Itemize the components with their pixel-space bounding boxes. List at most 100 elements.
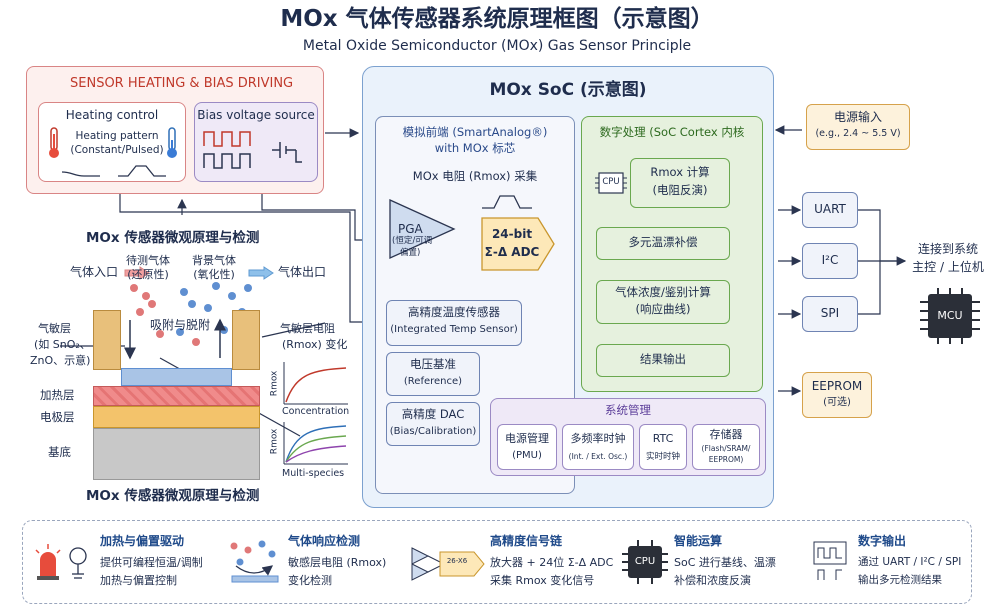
voltage-reference-label: 电压基准 <box>410 357 456 371</box>
gas-out-arrow-icon <box>248 266 274 280</box>
afe-subtitle: with MOx 标芯 <box>434 141 516 155</box>
rmox-sampling-label: MOx 电阻 (Rmox) 采集 <box>412 169 538 183</box>
legend-1-line2: 加热与偏置控制 <box>100 574 177 587</box>
mcu-label: MCU <box>937 309 963 322</box>
heating-control-title: Heating control <box>65 108 159 122</box>
clock-label: 多频率时钟 <box>570 432 626 445</box>
resistance-change-label: 气敏层电阻 <box>280 322 335 335</box>
pga-mode-2: 偏置) <box>400 248 421 258</box>
cpu-chip-icon <box>595 172 627 194</box>
legend-4-line2: 补偿和浓度反演 <box>674 574 751 587</box>
cpu-icon <box>622 540 668 584</box>
host-connect-sub: 主控 / 上位机 <box>912 260 984 274</box>
electrode-layer-label: 电极层 <box>40 410 75 424</box>
voltage-reference-box <box>386 352 480 396</box>
rmox-axis-label-1: Rmox <box>269 370 280 397</box>
adc-block <box>481 217 555 271</box>
i2c-label: I²C <box>821 253 839 267</box>
legend-3-line1: 放大器 + 24位 Σ-Δ ADC <box>490 556 614 569</box>
target-gas-label: 待测气体 <box>126 254 170 267</box>
sensitive-layer-label: 气敏层 <box>38 322 71 335</box>
heating-control-box <box>38 102 186 182</box>
concentration-axis-label: Concentration <box>282 406 350 417</box>
legend-4-line1: SoC 进行基线、温漂 <box>674 556 776 569</box>
eeprom-label: EEPROM <box>811 379 863 393</box>
legend-2-line1: 敏感层电阻 (Rmox) <box>288 556 387 569</box>
heater-icon <box>35 544 87 580</box>
temp-comp-label: 多元温漂补偿 <box>628 235 698 249</box>
heating-pattern-mode: (Constant/Pulsed) <box>70 144 164 156</box>
legend-4-chip: CPU <box>634 556 656 567</box>
memory-sub-2: EEPROM) <box>708 455 744 464</box>
concentration-calc-box <box>596 280 730 324</box>
system-management-title: 系统管理 <box>605 403 651 417</box>
gas-in-arrow-icon <box>124 266 150 280</box>
temp-sensor-sub: (Integrated Temp Sensor) <box>390 324 518 335</box>
legend-2-line2: 变化检测 <box>288 574 332 587</box>
legend-5-line2: 输出多元检测结果 <box>858 574 942 586</box>
power-input-box <box>806 104 910 150</box>
legend-3-title: 高精度信号链 <box>490 534 563 548</box>
dac-sub: (Bias/Calibration) <box>389 426 477 437</box>
legend-5-line1: 通过 UART / I²C / SPI <box>858 556 962 568</box>
legend-4-title: 智能运算 <box>674 534 723 548</box>
clock-box <box>562 424 634 470</box>
soc-title: MOx SoC (示意图) <box>489 80 647 100</box>
gas-out-label: 气体出口 <box>278 265 327 279</box>
adc-type-label: Σ-Δ ADC <box>484 245 540 259</box>
multispecies-response-plot <box>283 422 348 465</box>
dac-label: 高精度 DAC <box>401 407 465 421</box>
micro-title-bottom: MOx 传感器微观原理与检测 <box>86 488 260 504</box>
power-input-label: 电源输入 <box>833 110 882 124</box>
resistance-change-desc: (Rmox) 变化 <box>282 338 348 351</box>
rmox-calc-sub: (电阻反演) <box>652 183 708 197</box>
background-gas-label: 背景气体 <box>192 254 236 267</box>
legend-1-line1: 提供可编程恒温/调制 <box>100 556 203 569</box>
sensor-wall-left <box>93 310 121 370</box>
voltage-reference-sub: (Reference) <box>403 376 463 387</box>
legend-3-line2: 采集 Rmox 变化信号 <box>490 574 595 587</box>
sensitive-layer <box>121 368 232 386</box>
result-output-box <box>596 344 730 377</box>
memory-label: 存储器 <box>709 428 743 441</box>
bias-voltage-title: Bias voltage source <box>197 108 315 122</box>
temp-sensor-box <box>386 300 522 346</box>
legend-2-title: 气体响应检测 <box>288 534 361 548</box>
gas-in-label: 气体入口 <box>70 265 119 279</box>
eeprom-optional: (可选) <box>823 397 851 408</box>
host-connect-label: 连接到系统 <box>917 242 978 256</box>
page-subtitle: Metal Oxide Semiconductor (MOx) Gas Sens… <box>302 38 692 54</box>
rmox-axis-label-2: Rmox <box>269 428 280 455</box>
heating-bias-title: SENSOR HEATING & BIAS DRIVING <box>70 76 294 91</box>
clock-sub: (Int. / Ext. Osc.) <box>568 452 628 461</box>
spi-box <box>802 296 858 332</box>
substrate-layer <box>93 428 260 480</box>
concentration-calc-label: 气体浓度/鉴别计算 <box>615 285 711 299</box>
temp-sensor-label: 高精度温度传感器 <box>408 305 500 319</box>
sensitive-layer-examples: ZnO、示意) <box>30 354 91 367</box>
substrate-label: 基底 <box>48 445 71 459</box>
heater-layer-label: 加热层 <box>40 388 75 402</box>
power-input-range: (e.g., 2.4 ~ 5.5 V) <box>815 128 901 139</box>
pga-mode-1: (恒定/可调 <box>392 236 433 246</box>
sensitive-layer-material: (如 SnO₂、 <box>34 338 91 351</box>
electrode-layer <box>93 406 260 428</box>
rtc-box <box>639 424 687 470</box>
pmu-sub: (PMU) <box>512 450 542 461</box>
memory-sub-1: (Flash/SRAM/ <box>701 444 751 453</box>
legend-5-title: 数字输出 <box>858 534 907 548</box>
result-output-label: 结果输出 <box>640 352 686 366</box>
rmox-calc-label: Rmox 计算 <box>650 165 710 179</box>
signal-chain-icon <box>411 547 485 581</box>
dac-box <box>386 402 480 446</box>
eeprom-box <box>802 372 872 418</box>
memory-box <box>692 424 760 470</box>
cpu-chip-label: CPU <box>602 177 620 187</box>
temp-comp-box <box>596 227 730 260</box>
thermometer-cold-icon <box>167 127 177 158</box>
digital-title: 数字处理 (SoC Cortex 内核 <box>599 125 745 139</box>
afe-title: 模拟前端 (SmartAnalog®) <box>402 125 548 139</box>
page-title: MOx 气体传感器系统原理框图（示意图） <box>280 6 714 32</box>
uart-label: UART <box>814 202 846 216</box>
thermometer-hot-icon <box>49 127 59 158</box>
